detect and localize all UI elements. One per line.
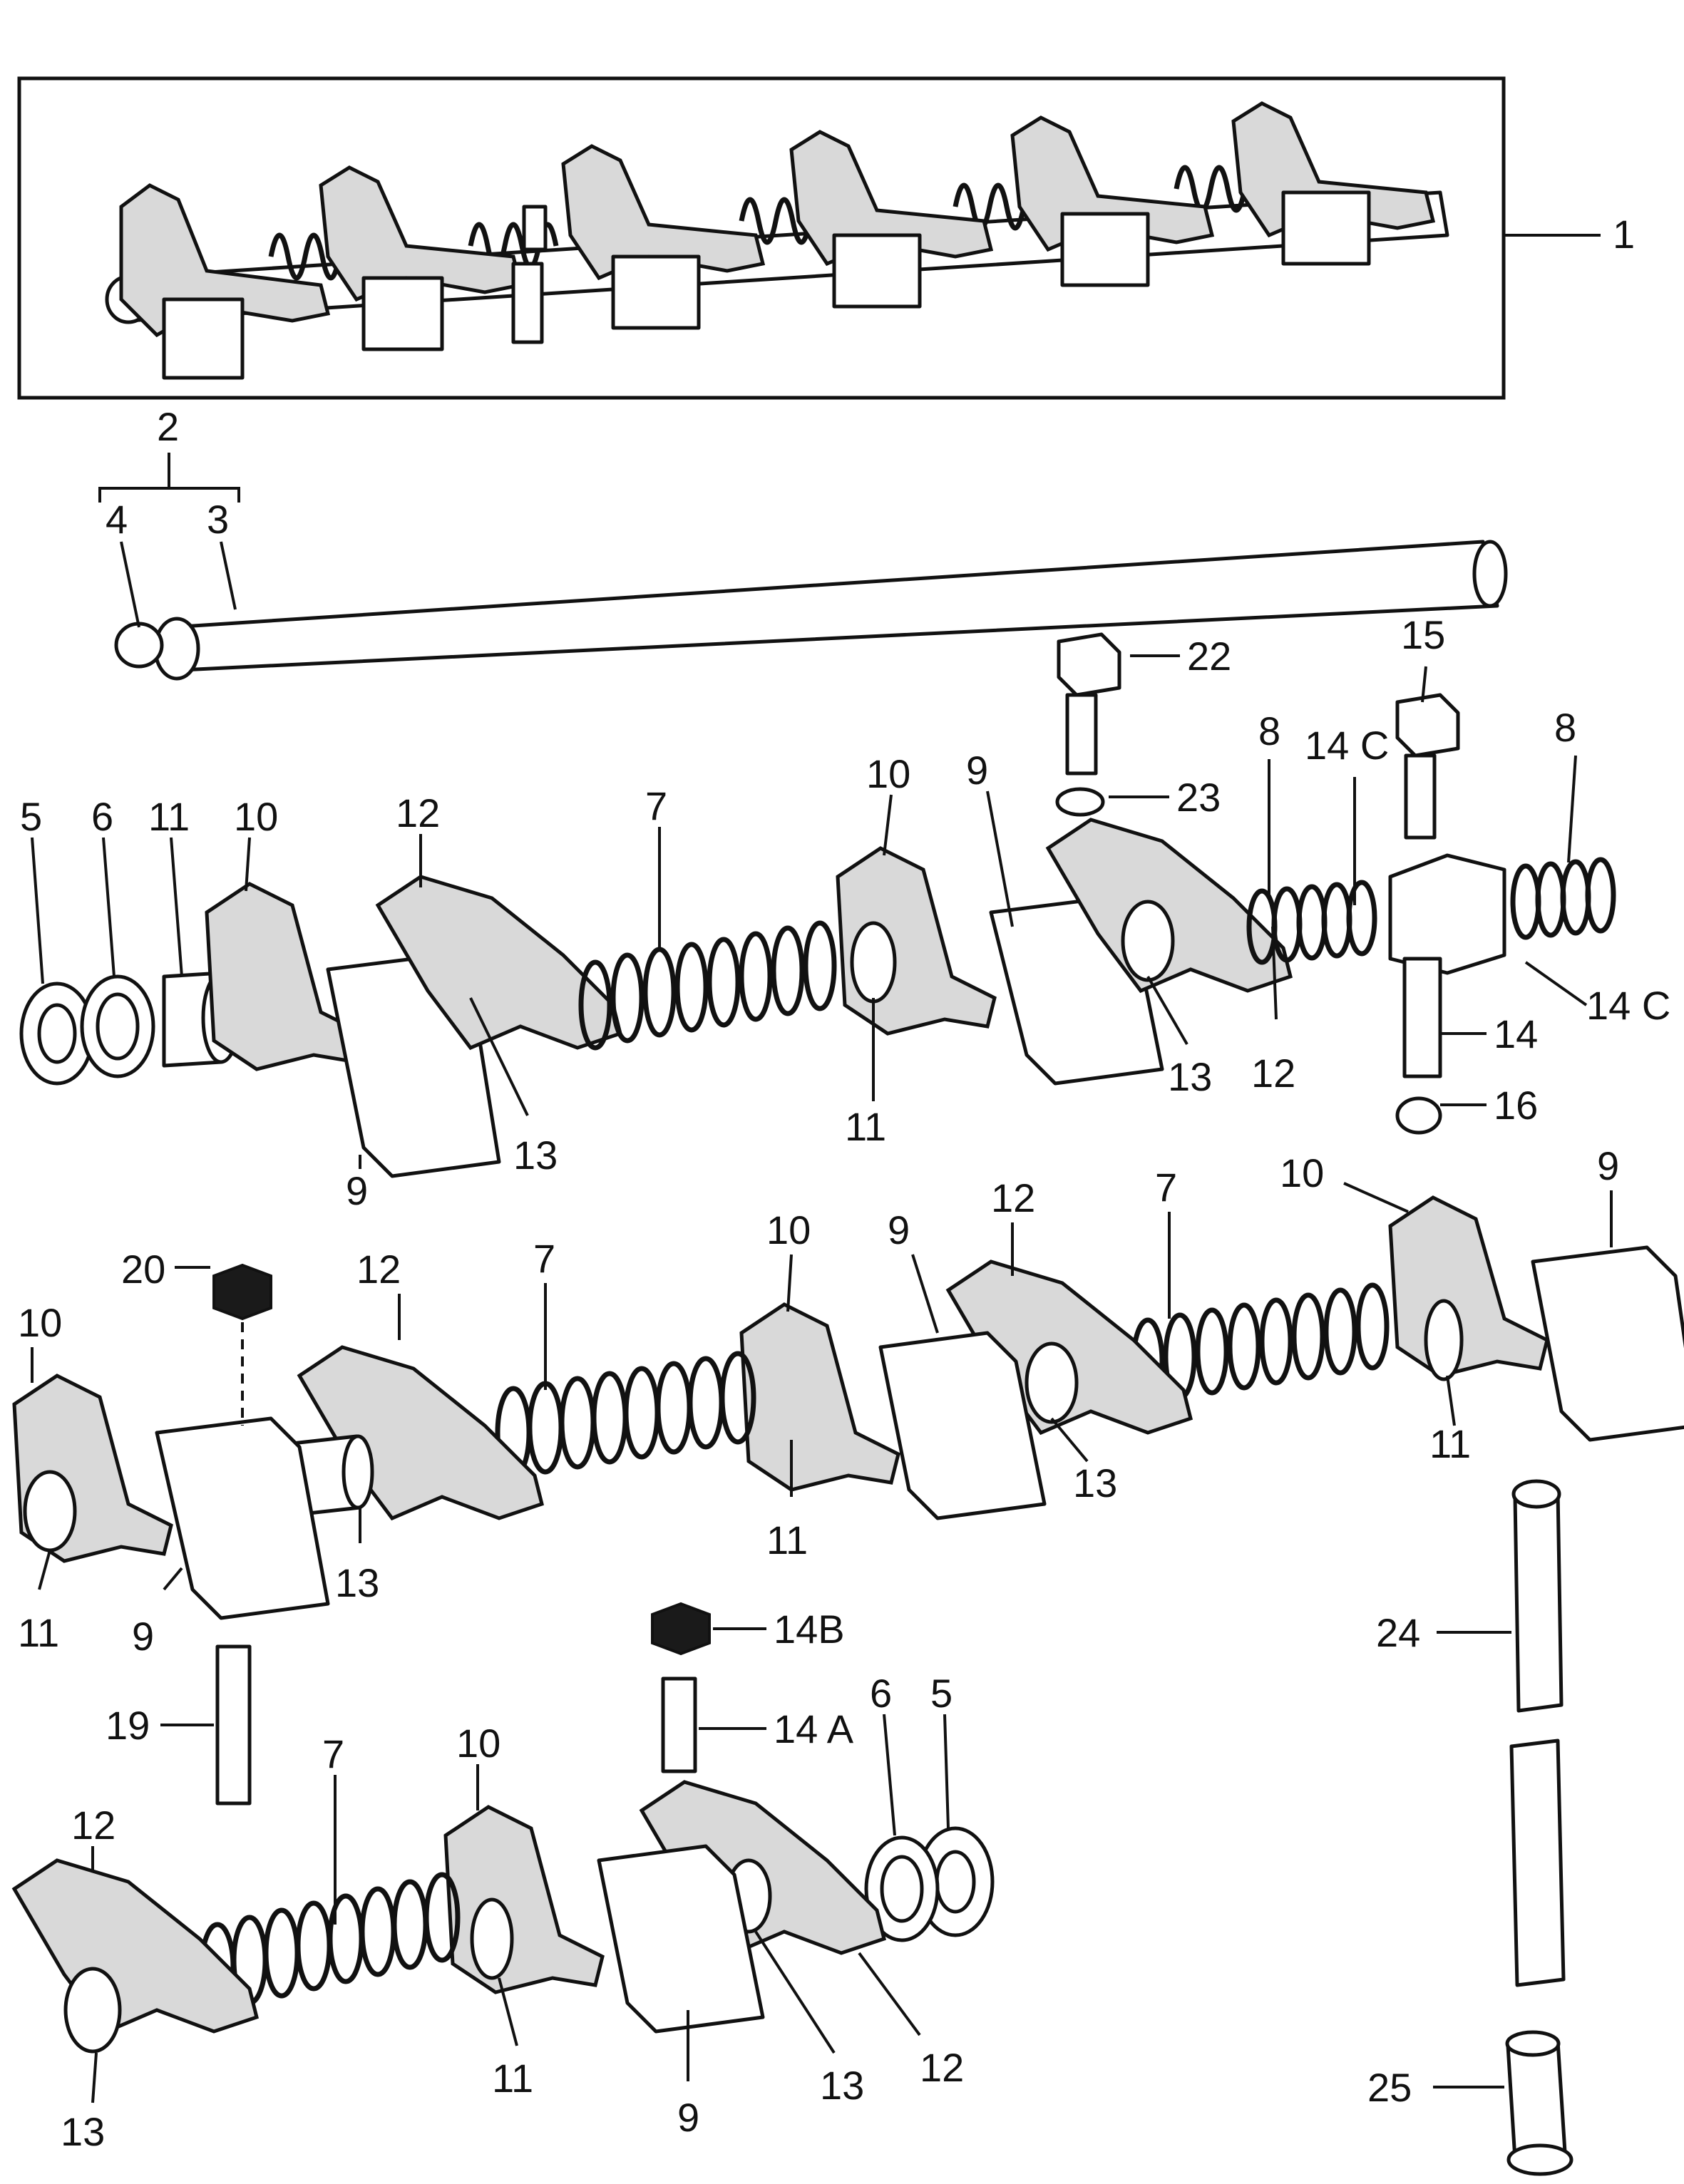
callout-15: 15 <box>1401 612 1445 657</box>
callout-9f: 9 <box>677 2095 699 2140</box>
callout-14c-b: 14 C <box>1586 983 1670 1028</box>
callout-1: 1 <box>1613 212 1635 257</box>
callout-11c: 11 <box>1429 1421 1471 1466</box>
assembly-frame <box>17 76 1506 400</box>
callout-11: 11 <box>148 794 190 839</box>
callout-14a: 14 A <box>774 1706 854 1751</box>
rocker-shaft-assembly: 1 <box>17 76 1635 400</box>
callout-8: 8 <box>1258 709 1280 753</box>
callout-7: 7 <box>645 783 667 828</box>
nut-14b <box>651 1602 711 1656</box>
callout-6: 6 <box>91 794 113 839</box>
callout-19: 19 <box>106 1703 150 1748</box>
rocker-spring <box>578 920 837 1051</box>
callout-12e: 12 <box>71 1803 115 1848</box>
stud-19 <box>215 1644 252 1806</box>
callout-5: 5 <box>20 794 42 839</box>
callout-24: 24 <box>1376 1610 1420 1655</box>
callout-13e: 13 <box>61 2109 105 2154</box>
callout-12d: 12 <box>991 1175 1035 1220</box>
exploded-row-b: 20 10 12 7 10 9 12 7 10 9 11 13 11 13 11… <box>12 1143 1684 1659</box>
callout-12c: 12 <box>356 1247 401 1292</box>
oil-feed-tube <box>1402 957 1442 1078</box>
callout-10f: 10 <box>456 1721 500 1766</box>
callout-12b: 12 <box>1251 1051 1295 1096</box>
callout-6b: 6 <box>870 1671 892 1716</box>
push-rod-upper <box>1513 1489 1564 1713</box>
callout-12f: 12 <box>920 2045 964 2090</box>
callout-10: 10 <box>234 794 278 839</box>
callout-12: 12 <box>396 790 440 835</box>
callout-10e: 10 <box>1280 1150 1324 1195</box>
callout-10b: 10 <box>866 751 910 796</box>
center-bracket <box>1388 853 1506 975</box>
callout-14b: 14B <box>774 1607 845 1652</box>
callout-13d: 13 <box>335 1560 379 1605</box>
callout-13b: 13 <box>513 1133 558 1178</box>
callout-11d: 11 <box>766 1518 808 1562</box>
callout-14c: 14 C <box>1305 723 1389 768</box>
callout-7c: 7 <box>1155 1165 1177 1210</box>
callout-5b: 5 <box>930 1671 953 1716</box>
exploded-row-a: 5 6 11 10 12 7 10 9 22 23 15 8 14 C 8 14… <box>19 612 1670 1213</box>
callout-10d: 10 <box>766 1207 811 1252</box>
callout-9e: 9 <box>132 1614 154 1659</box>
callout-10c: 10 <box>18 1300 62 1345</box>
washer-23 <box>1055 787 1105 817</box>
push-rod-lower <box>1509 1739 1566 1987</box>
callout-7b: 7 <box>533 1236 555 1281</box>
shaft-plug <box>114 622 164 669</box>
callout-20: 20 <box>121 1247 165 1292</box>
callout-9d: 9 <box>888 1207 910 1252</box>
studs-and-nuts: 14B 14 A 19 <box>106 1602 854 1806</box>
callout-9b: 9 <box>346 1168 368 1213</box>
callout-23: 23 <box>1176 775 1221 820</box>
callout-7d: 7 <box>322 1731 344 1776</box>
callout-25: 25 <box>1367 2065 1412 2110</box>
exploded-row-c: 6 5 10 12 7 13 11 9 13 12 <box>11 1671 995 2154</box>
callout-11e: 11 <box>18 1610 59 1655</box>
push-rod-and-tube: 24 25 <box>1367 1479 1573 2176</box>
stud-14a <box>661 1676 697 1773</box>
plug-16 <box>1395 1096 1442 1135</box>
nut-20 <box>212 1263 272 1321</box>
callout-4: 4 <box>106 497 128 542</box>
callout-14: 14 <box>1494 1011 1538 1056</box>
callout-9: 9 <box>966 748 988 793</box>
callout-13c: 13 <box>1073 1461 1117 1505</box>
push-rod-tube <box>1506 2039 1567 2161</box>
bolt <box>1057 632 1121 697</box>
callout-3: 3 <box>207 497 229 542</box>
rocker-shaft: 2 3 4 <box>98 404 1508 681</box>
callout-9c: 9 <box>1597 1143 1619 1188</box>
callout-13: 13 <box>1168 1054 1212 1099</box>
callout-13f: 13 <box>820 2063 864 2108</box>
callout-2: 2 <box>157 404 179 449</box>
callout-22: 22 <box>1187 634 1231 679</box>
callout-8b: 8 <box>1554 705 1576 750</box>
callout-11f: 11 <box>492 2056 533 2101</box>
callout-11b: 11 <box>845 1104 886 1149</box>
callout-16: 16 <box>1494 1083 1538 1128</box>
